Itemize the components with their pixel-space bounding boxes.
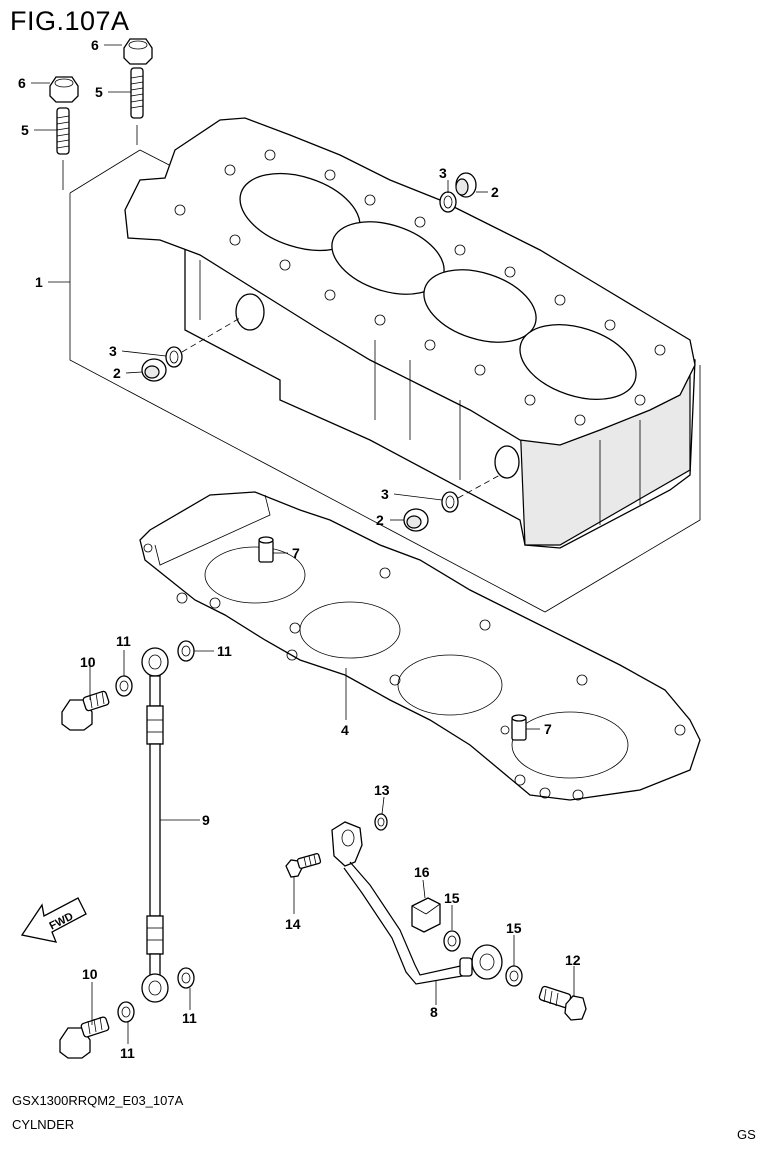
plug-top-right[interactable] [455,172,477,198]
plug-lower[interactable] [403,508,429,532]
union-bolt-lower[interactable] [59,1016,110,1059]
forward-direction-arrow: FWD [20,897,87,943]
callout-11: 11 [120,1045,135,1061]
leader-lines [31,44,575,1044]
callout-2: 2 [491,184,499,200]
callout-11: 11 [182,1010,197,1026]
drawing-code: GSX1300RRQM2_E03_107A [12,1093,184,1108]
gasket-lower[interactable] [441,491,459,513]
callout-5: 5 [95,84,103,100]
callout-3: 3 [109,343,117,359]
oil-hose[interactable] [141,647,169,1003]
callout-10: 10 [80,654,96,670]
washer-11-c[interactable] [177,967,195,989]
plug-left[interactable] [141,358,167,382]
callout-1: 1 [35,274,43,290]
callout-13: 13 [374,782,390,798]
washer-11-d[interactable] [117,1001,135,1023]
cylinder-block[interactable] [69,117,701,613]
gasket-15-a[interactable] [443,930,461,952]
union-bolt-12[interactable] [538,985,587,1021]
callout-6: 6 [18,75,26,91]
flange-nut-left[interactable] [49,76,79,103]
callout-14: 14 [285,916,301,932]
callout-12: 12 [565,952,581,968]
callout-10: 10 [82,966,98,982]
stud-bolt-left[interactable] [56,107,70,155]
callout-2: 2 [376,512,384,528]
dowel-pin-upper[interactable] [258,536,274,563]
callout-9: 9 [202,812,210,828]
region-code: GS [737,1127,756,1142]
callout-15: 15 [506,920,522,936]
callout-11: 11 [217,643,232,659]
callout-7: 7 [544,721,552,737]
callout-4: 4 [341,722,349,738]
washer-11-b[interactable] [177,640,195,662]
callout-2: 2 [113,365,121,381]
callout-15: 15 [444,890,460,906]
pipe-bolt-14[interactable] [285,852,322,878]
dowel-pin-lower[interactable] [511,714,527,741]
callout-5: 5 [21,122,29,138]
callout-8: 8 [430,1004,438,1020]
flange-nut-right[interactable] [123,38,153,65]
stud-bolt-right[interactable] [130,67,144,119]
gasket-15-b[interactable] [505,965,523,987]
callout-11: 11 [116,633,131,649]
gasket-top-right[interactable] [439,191,457,213]
callout-3: 3 [439,165,447,181]
callout-numbers: 6 6 5 5 1 3 2 3 2 3 2 7 7 4 11 11 10 9 1… [18,37,581,1061]
callout-6: 6 [91,37,99,53]
gasket-left[interactable] [165,346,183,368]
oil-pipe[interactable] [331,821,503,985]
cylinder-base-gasket[interactable] [139,491,701,801]
cushion-16[interactable] [411,897,441,933]
washer-11-a[interactable] [115,675,133,697]
drawing-name: CYLNDER [12,1117,75,1132]
callout-3: 3 [381,486,389,502]
figure-title: FIG.107A [10,6,130,36]
callout-16: 16 [414,864,430,880]
callout-7: 7 [292,545,300,561]
union-bolt-upper[interactable] [61,690,110,731]
o-ring-13[interactable] [374,813,388,831]
